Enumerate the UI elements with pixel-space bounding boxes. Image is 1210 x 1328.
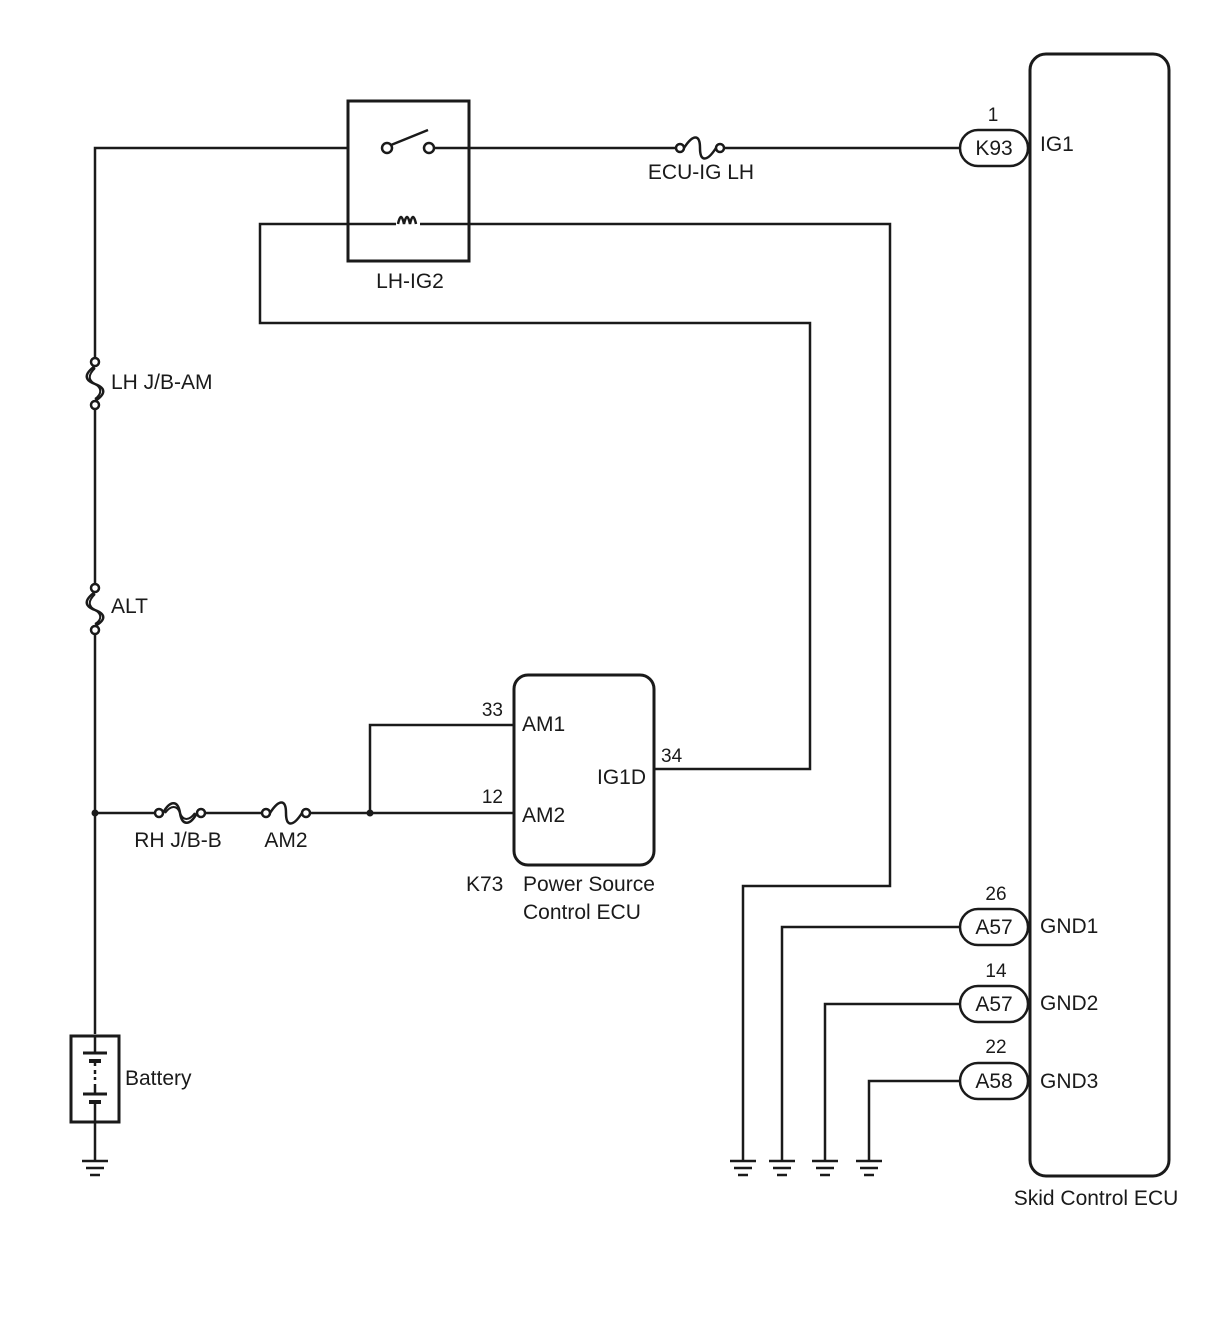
terminal-ig1d: IG1D (597, 766, 646, 789)
pin-22: 22 (985, 1037, 1006, 1058)
ground-icon (812, 1159, 838, 1177)
coil-wires (258, 222, 892, 1160)
fuse-icon (88, 367, 102, 400)
fuse-am2: AM2 (260, 801, 312, 852)
battery-label: Battery (125, 1067, 192, 1090)
am-branch-wire (91, 723, 514, 817)
ground-wires (780, 925, 960, 1160)
terminal-gnd1: GND1 (1040, 915, 1098, 938)
ground-icon (856, 1159, 882, 1177)
connector-a57-label: A57 (975, 916, 1012, 939)
ground-icon (82, 1159, 108, 1177)
terminal-ig1: IG1 (1040, 133, 1074, 156)
connector-k93-label: K93 (975, 137, 1012, 160)
pin-26: 26 (985, 884, 1006, 905)
connector-k93 (958, 128, 1030, 168)
terminal-am1: AM1 (522, 713, 565, 736)
fuse-alt-label: ALT (111, 595, 148, 618)
pin-14: 14 (985, 961, 1007, 982)
fuse-lh-jb-am: LH J/B-AM (85, 356, 213, 411)
pin-12: 12 (482, 787, 503, 808)
fuse-icon (682, 136, 718, 160)
ecu-name-line2: Control ECU (523, 901, 641, 924)
fuse-alt: ALT (85, 582, 148, 636)
relay-switch-arm (390, 128, 429, 147)
pin-34: 34 (661, 746, 683, 767)
relay-label: LH-IG2 (376, 270, 444, 293)
battery: Battery (69, 1034, 192, 1160)
relay-coil-icon (396, 215, 418, 225)
pin-33: 33 (482, 700, 503, 721)
relay-contact-icon (380, 141, 394, 155)
ecu-name-line1: Power Source (523, 873, 655, 896)
ecu-code: K73 (466, 873, 503, 896)
fuse-am2-label: AM2 (264, 829, 307, 852)
fuse-rh-jb-b-label: RH J/B-B (134, 829, 222, 852)
main-power-wire (93, 146, 387, 1034)
fuse-icon (164, 806, 196, 820)
relay-lh-ig2: LH-IG2 (346, 99, 471, 293)
skid-ecu-label: Skid Control ECU (1014, 1187, 1179, 1210)
fuse-lh-jb-am-label: LH J/B-AM (111, 371, 213, 394)
connector-a58-label: A58 (975, 1070, 1012, 1093)
fuse-ecu-ig-lh-label: ECU-IG LH (648, 161, 754, 184)
fuse-ecu-ig-lh: ECU-IG LH (648, 136, 754, 184)
fuse-rh-jb-b: RH J/B-B (134, 802, 222, 852)
pin-1: 1 (988, 105, 999, 126)
connector-a57-label: A57 (975, 993, 1012, 1016)
fuse-icon (268, 801, 304, 825)
power-source-control-ecu: 33 AM1 12 AM2 34 IG1D K73 Power Source C… (466, 673, 683, 924)
terminal-gnd2: GND2 (1040, 992, 1098, 1015)
terminal-gnd3: GND3 (1040, 1070, 1098, 1093)
terminal-am2: AM2 (522, 804, 565, 827)
ground-icon (730, 1159, 756, 1177)
ground-icon (769, 1159, 795, 1177)
skid-control-ecu: Skid Control ECU 1 K93 IG1 26 A57 GND1 1… (958, 52, 1179, 1210)
fuse-icon (88, 593, 102, 625)
